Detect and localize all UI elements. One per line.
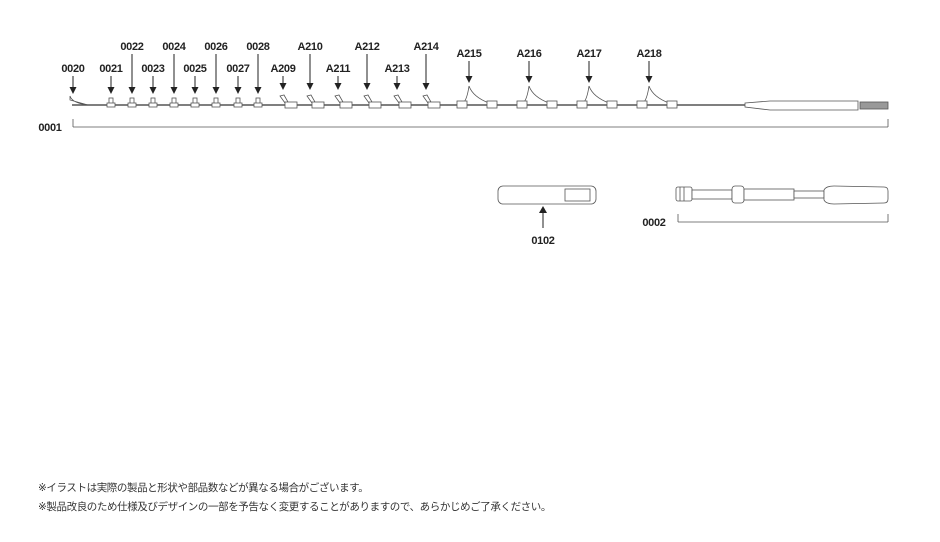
arrow-down-icon	[107, 87, 115, 94]
part-label: 0026	[204, 41, 227, 53]
part-label: 0021	[99, 63, 122, 75]
guide-wrap	[211, 102, 221, 108]
part-label: 0024	[162, 41, 186, 53]
handle-assembly	[675, 185, 889, 223]
cap-part	[497, 185, 597, 228]
arrow-down-icon	[393, 83, 401, 90]
rod-butt	[859, 101, 889, 110]
guide-wrap	[311, 101, 325, 109]
guide-frame	[522, 85, 550, 104]
part-label: A209	[270, 63, 295, 75]
guide-wrap	[398, 101, 412, 109]
note-illustration: ※イラストは実際の製品と形状や部品数などが異なる場合がございます。	[38, 482, 369, 494]
arrow-down-icon	[170, 87, 178, 94]
arrow-down-icon	[422, 83, 430, 90]
arrow-down-icon	[279, 83, 287, 90]
part-label: 0028	[246, 41, 269, 53]
arrow-down-icon	[191, 87, 199, 94]
arrow-down-icon	[69, 87, 77, 94]
arrow-down-icon	[585, 76, 593, 83]
part-label: 0027	[226, 63, 249, 75]
guide-wrap	[456, 100, 468, 109]
guide-wrap	[339, 101, 353, 109]
guide-wrap	[106, 102, 116, 108]
cap-label: 0102	[531, 235, 554, 247]
guide-wrap	[233, 102, 243, 108]
part-label: 0022	[120, 41, 143, 53]
guide-wrap	[636, 100, 648, 109]
part-label: 0025	[183, 63, 206, 75]
part-label: A211	[326, 63, 351, 75]
tip-top	[69, 95, 89, 106]
arrow-down-icon	[465, 76, 473, 83]
guide-wrap	[190, 102, 200, 108]
part-label: A217	[576, 48, 601, 60]
guide-frame	[582, 85, 610, 104]
guide-wrap	[127, 102, 137, 108]
part-label: A215	[456, 48, 481, 60]
part-label: 0020	[61, 63, 84, 75]
guide-wrap	[253, 102, 263, 108]
part-label: A216	[516, 48, 541, 60]
guide-wrap	[427, 101, 441, 109]
guide-wrap	[148, 102, 158, 108]
arrow-down-icon	[234, 87, 242, 94]
guide-wrap	[516, 100, 528, 109]
guide-wrap	[606, 100, 618, 109]
rod-grip	[744, 100, 859, 111]
guide-wrap	[576, 100, 588, 109]
cap-window	[564, 188, 591, 202]
guide-wrap	[486, 100, 498, 109]
part-label: A214	[413, 41, 439, 53]
part-label: A210	[297, 41, 322, 53]
arrow-down-icon	[645, 76, 653, 83]
handle-assembly-label: 0002	[642, 217, 665, 229]
part-label: 0023	[141, 63, 164, 75]
guide-wrap	[546, 100, 558, 109]
guide-wrap	[368, 101, 382, 109]
part-label: A212	[354, 41, 379, 53]
guide-wrap	[666, 100, 678, 109]
arrow-down-icon	[128, 87, 136, 94]
part-label: A213	[384, 63, 409, 75]
rod-assembly-label: 0001	[38, 122, 61, 134]
rod-assembly	[69, 85, 889, 128]
arrow-down-icon	[149, 87, 157, 94]
guide-wrap	[284, 101, 298, 109]
guide-frame	[462, 85, 490, 104]
guide-wrap	[169, 102, 179, 108]
arrow-down-icon	[212, 87, 220, 94]
arrow-down-icon	[525, 76, 533, 83]
arrow-up-icon	[539, 206, 547, 213]
arrow-down-icon	[363, 83, 371, 90]
arrow-down-icon	[334, 83, 342, 90]
note-spec-change: ※製品改良のため仕様及びデザインの一部を予告なく変更することがありますので、あら…	[38, 501, 551, 513]
part-label: A218	[636, 48, 661, 60]
guide-frame	[642, 85, 670, 104]
arrow-down-icon	[306, 83, 314, 90]
arrow-down-icon	[254, 87, 262, 94]
